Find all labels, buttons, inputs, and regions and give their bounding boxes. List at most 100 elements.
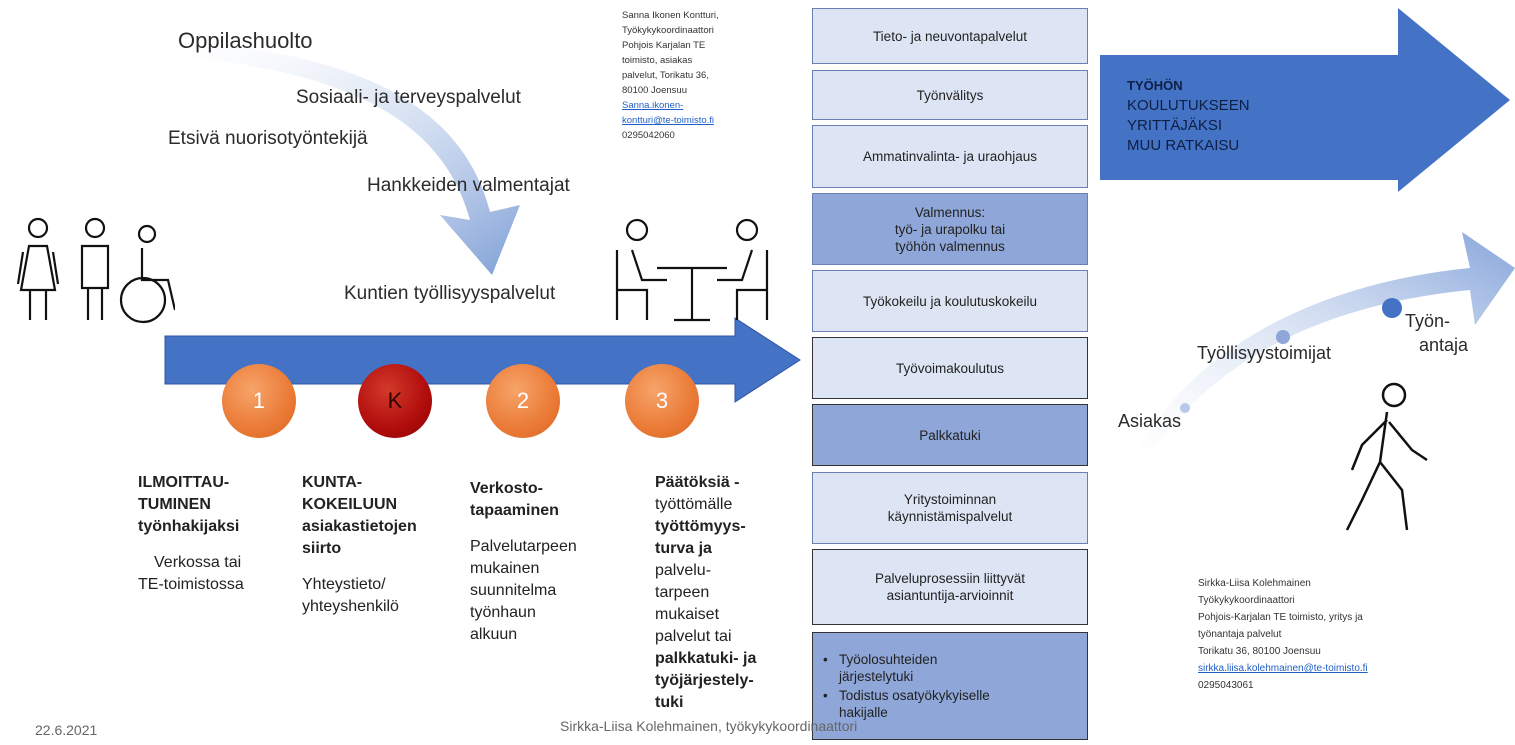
people-icons [16,217,175,324]
column-line: tarpeen [655,584,710,601]
column-body: Palvelutarpeen [470,538,577,555]
contact-bottom: Sirkka-Liisa Kolehmainen Työkykykoordina… [1198,575,1368,694]
service-box: • Työolosuhteiden järjestelytuki • Todis… [812,632,1088,740]
step-circle-2: 2 [486,364,560,438]
column-body: työnhaun [470,604,536,621]
contact-bottom-email[interactable]: sirkka.liisa.kolehmainen@te-toimisto.fi [1198,663,1368,674]
label-sosiaali: Sosiaali- ja terveyspalvelut [296,87,521,108]
column-heading: TUMINEN [138,496,211,513]
service-box: Valmennus: työ- ja urapolku tai työhön v… [812,193,1088,265]
column-line: työttömälle [655,496,733,513]
column-line: työttömyys- [655,518,746,535]
contact-bottom-line: työnantaja palvelut [1198,629,1282,640]
service-label: työhön valmennus [895,238,1005,254]
service-label: käynnistämispalvelut [887,509,1013,524]
service-label: Palkkatuki [919,427,981,443]
service-label: Todistus osatyökykyiselle [839,688,990,703]
label-hankkeiden: Hankkeiden valmentajat [367,175,570,196]
column-body: TE-toimistossa [138,576,244,593]
contact-top-line: Työkykykoordinaattori [622,25,714,36]
male-person-icon [80,217,110,320]
service-box: Yritystoiminnan käynnistämispalvelut [812,472,1088,544]
service-label: Valmennus: [914,204,986,220]
step-circle-1: 1 [222,364,296,438]
female-person-icon [16,217,60,320]
column-body: suunnitelma [470,582,557,599]
service-label: Työvoimakoulutus [895,360,1005,376]
contact-top-line: palvelut, Torikatu 36, [622,70,709,81]
path-dot-tyollisyystoimijat [1276,330,1290,344]
step-column-3: Päätöksiä - työttömälle työttömyys- turv… [655,472,805,714]
wheelchair-person-icon [119,224,175,324]
column-heading: KUNTA- [302,474,363,491]
service-label: järjestelytuki [839,669,914,684]
service-label: asiantuntija-arvioinnit [886,588,1014,603]
path-label-tyollisyystoimijat: Työllisyystoimijat [1197,343,1332,363]
service-box: Palkkatuki [812,404,1088,466]
column-line: mukaiset [655,606,720,623]
column-body: yhteyshenkilö [302,598,399,615]
footer-author: Sirkka-Liisa Kolehmainen, työkykykoordin… [560,718,858,734]
outcome-item: KOULUTUKSEEN [1127,97,1250,114]
service-label: Työnvälitys [916,87,984,103]
contact-top-line: 80100 Joensuu [622,85,687,96]
column-line: palvelut tai [655,628,732,645]
column-line: tuki [655,694,684,711]
column-heading: KOKEILUUN [302,496,398,513]
service-label: työ- ja urapolku tai [894,221,1006,237]
contact-top-email[interactable]: kontturi@te-toimisto.fi [622,115,715,126]
column-body: alkuun [470,626,518,643]
outcome-item: TYÖHÖN [1127,78,1183,93]
service-box: Työkokeilu ja koulutuskokeilu [812,270,1088,332]
step-circle-3: 3 [625,364,699,438]
path-curve [1130,232,1515,468]
path-dot-tyonantaja [1382,298,1402,318]
outcome-list: TYÖHÖN KOULUTUKSEEN YRITTÄJÄKSI MUU RATK… [1127,76,1250,156]
contact-top-line: Pohjois Karjalan TE [622,40,706,51]
service-box: Palveluprosessiin liittyvät asiantuntija… [812,549,1088,625]
label-etsiva: Etsivä nuorisotyöntekijä [168,128,368,149]
contact-bottom-phone: 0295043061 [1198,680,1254,691]
path-label-tyonantaja-1: Työn- [1405,311,1451,331]
column-heading: Verkosto- [470,480,543,497]
contact-bottom-line: Sirkka-Liisa Kolehmainen [1198,578,1311,589]
contact-top-line: toimisto, asiakas [622,55,693,66]
column-body: Verkossa tai [154,554,242,571]
label-kuntien: Kuntien työllisyyspalvelut [344,283,556,304]
path-dot-asiakas [1180,403,1190,413]
contact-top-email[interactable]: Sanna.ikonen- [622,100,684,111]
column-heading: työnhakijaksi [138,518,240,535]
contact-bottom-line: Torikatu 36, 80100 Joensuu [1198,646,1321,657]
column-line: palvelu- [655,562,712,579]
outcome-arrow [1100,8,1510,192]
service-box: Työnvälitys [812,70,1088,120]
walking-person-icon [1345,382,1428,531]
service-label: Tieto- ja neuvontapalvelut [872,28,1028,44]
label-oppilashuolto: Oppilashuolto [178,28,313,53]
service-label: Työolosuhteiden [839,652,938,667]
meeting-table-icon [615,218,769,322]
contact-top-phone: 0295042060 [622,130,675,141]
column-line: palkkatuki- ja [655,650,757,667]
column-heading: asiakastietojen [302,518,417,535]
contact-bottom-line: Pohjois-Karjalan TE toimisto, yritys ja [1198,612,1363,623]
service-label: Palveluprosessiin liittyvät [874,571,1026,586]
column-body: Yhteystieto/ [302,576,386,593]
service-label: hakijalle [839,705,888,720]
path-label-tyonantaja-2: antaja [1419,335,1469,355]
contact-top-line: Sanna Ikonen Kontturi, [622,10,719,21]
column-line: turva ja [655,540,712,557]
service-box: Tieto- ja neuvontapalvelut [812,8,1088,64]
outcome-item: YRITTÄJÄKSI [1127,117,1223,134]
service-box: Ammatinvalinta- ja uraohjaus [812,125,1088,188]
outcome-item: MUU RATKAISU [1127,137,1240,154]
column-heading: siirto [302,540,342,557]
service-label: Yritystoiminnan [903,492,997,507]
step-column-1: ILMOITTAU- TUMINEN työnhakijaksi Verkoss… [138,472,278,596]
service-bullet: • Työolosuhteiden järjestelytuki [823,652,938,684]
service-label: Ammatinvalinta- ja uraohjaus [862,149,1038,164]
path-label-asiakas: Asiakas [1118,411,1182,431]
curved-arrow [170,40,520,275]
step-circle-k: K [358,364,432,438]
column-heading: tapaaminen [470,502,559,519]
